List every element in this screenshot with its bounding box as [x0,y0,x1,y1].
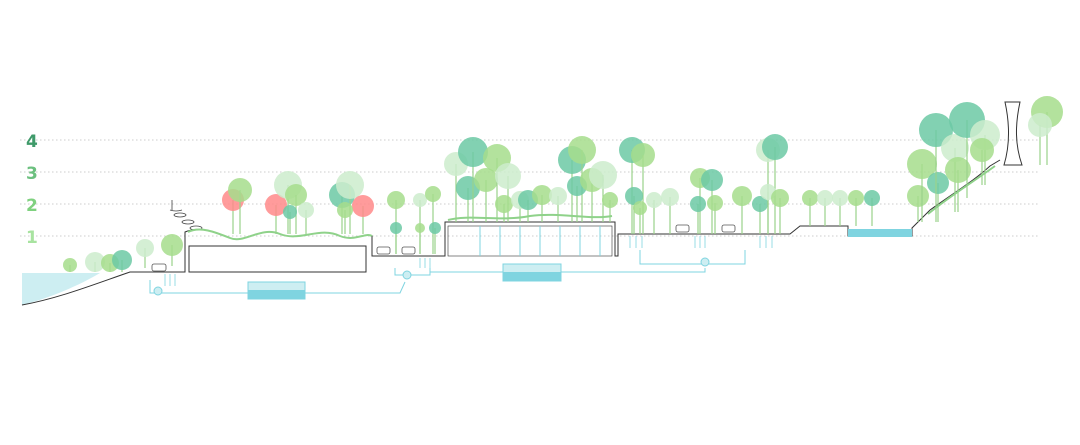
tree-icon [474,168,498,192]
tree-icon [429,222,441,234]
tree-icon [848,190,864,206]
water-pump-icon [402,270,412,280]
tree-icon [413,193,427,207]
tree-icon [283,205,297,219]
underground-structure-1 [188,245,367,273]
tree-icon [802,190,818,206]
tree-icon [752,196,768,212]
car-icon [376,246,391,255]
tree-icon [352,195,374,217]
tree-icon [970,138,994,162]
car-icon [675,224,690,233]
tree-icon [495,163,521,189]
level-label-1: 1 [26,228,38,248]
green-roof-strip [447,213,613,221]
tree-icon [415,223,425,233]
car-icon [151,263,167,272]
river-water [22,273,100,305]
tree-icon [707,195,723,211]
tree-icon [927,172,949,194]
tree-icon [85,252,105,272]
tree-icon [701,169,723,191]
tree-icon [336,171,364,199]
tree-icon [458,137,488,167]
tree-icon [625,187,643,205]
trees-group [63,96,1063,272]
green-roof-strip [187,228,373,241]
tree-icon [390,222,402,234]
tree-icon [387,191,405,209]
tree-icon [589,161,617,189]
tree-icon [228,178,252,202]
tree-icon [136,239,154,257]
tree-icon [265,194,287,216]
tree-icon [907,149,937,179]
tree-icon [864,190,880,206]
tree-icon [762,134,788,160]
tree-icon [285,184,307,206]
infiltration-lines [164,236,773,286]
tree-icon [907,185,929,207]
tree-icon [532,185,552,205]
water-pipes [149,226,746,296]
level-label-2: 2 [26,196,38,216]
tree-icon [661,188,679,206]
tree-icon [945,157,971,183]
tree-icon [631,143,655,167]
tree-icon [602,192,618,208]
tree-icon [112,250,132,270]
tree-icon [646,192,662,208]
tree-icon [1028,113,1052,137]
tree-icon [456,176,480,200]
tree-icon [732,186,752,206]
water-pump-icon [153,286,163,296]
tree-icon [568,136,596,164]
tree-icon [495,195,513,213]
tree-icon [63,258,77,272]
level-label-4: 4 [26,132,38,152]
green-roof-strip [927,165,996,215]
water-tank-3 [848,229,912,237]
tree-icon [941,134,969,162]
car-icon [401,246,416,255]
tree-icon [337,202,353,218]
car-icon [721,224,736,233]
tree-icon [690,196,706,212]
lamp-icon [169,200,203,231]
tree-icon [817,190,833,206]
tree-icon [919,113,953,147]
tree-icon [549,187,567,205]
tree-icon [771,189,789,207]
tree-icon [425,186,441,202]
water-pump-icon [700,257,710,267]
cars [151,224,736,272]
tree-icon [298,202,314,218]
level-label-3: 3 [26,164,38,184]
tree-icon [832,190,848,206]
tower-structure [1003,101,1023,166]
tree-icon [633,201,647,215]
tree-icon [161,234,183,256]
underground-structure-2 [447,225,613,257]
